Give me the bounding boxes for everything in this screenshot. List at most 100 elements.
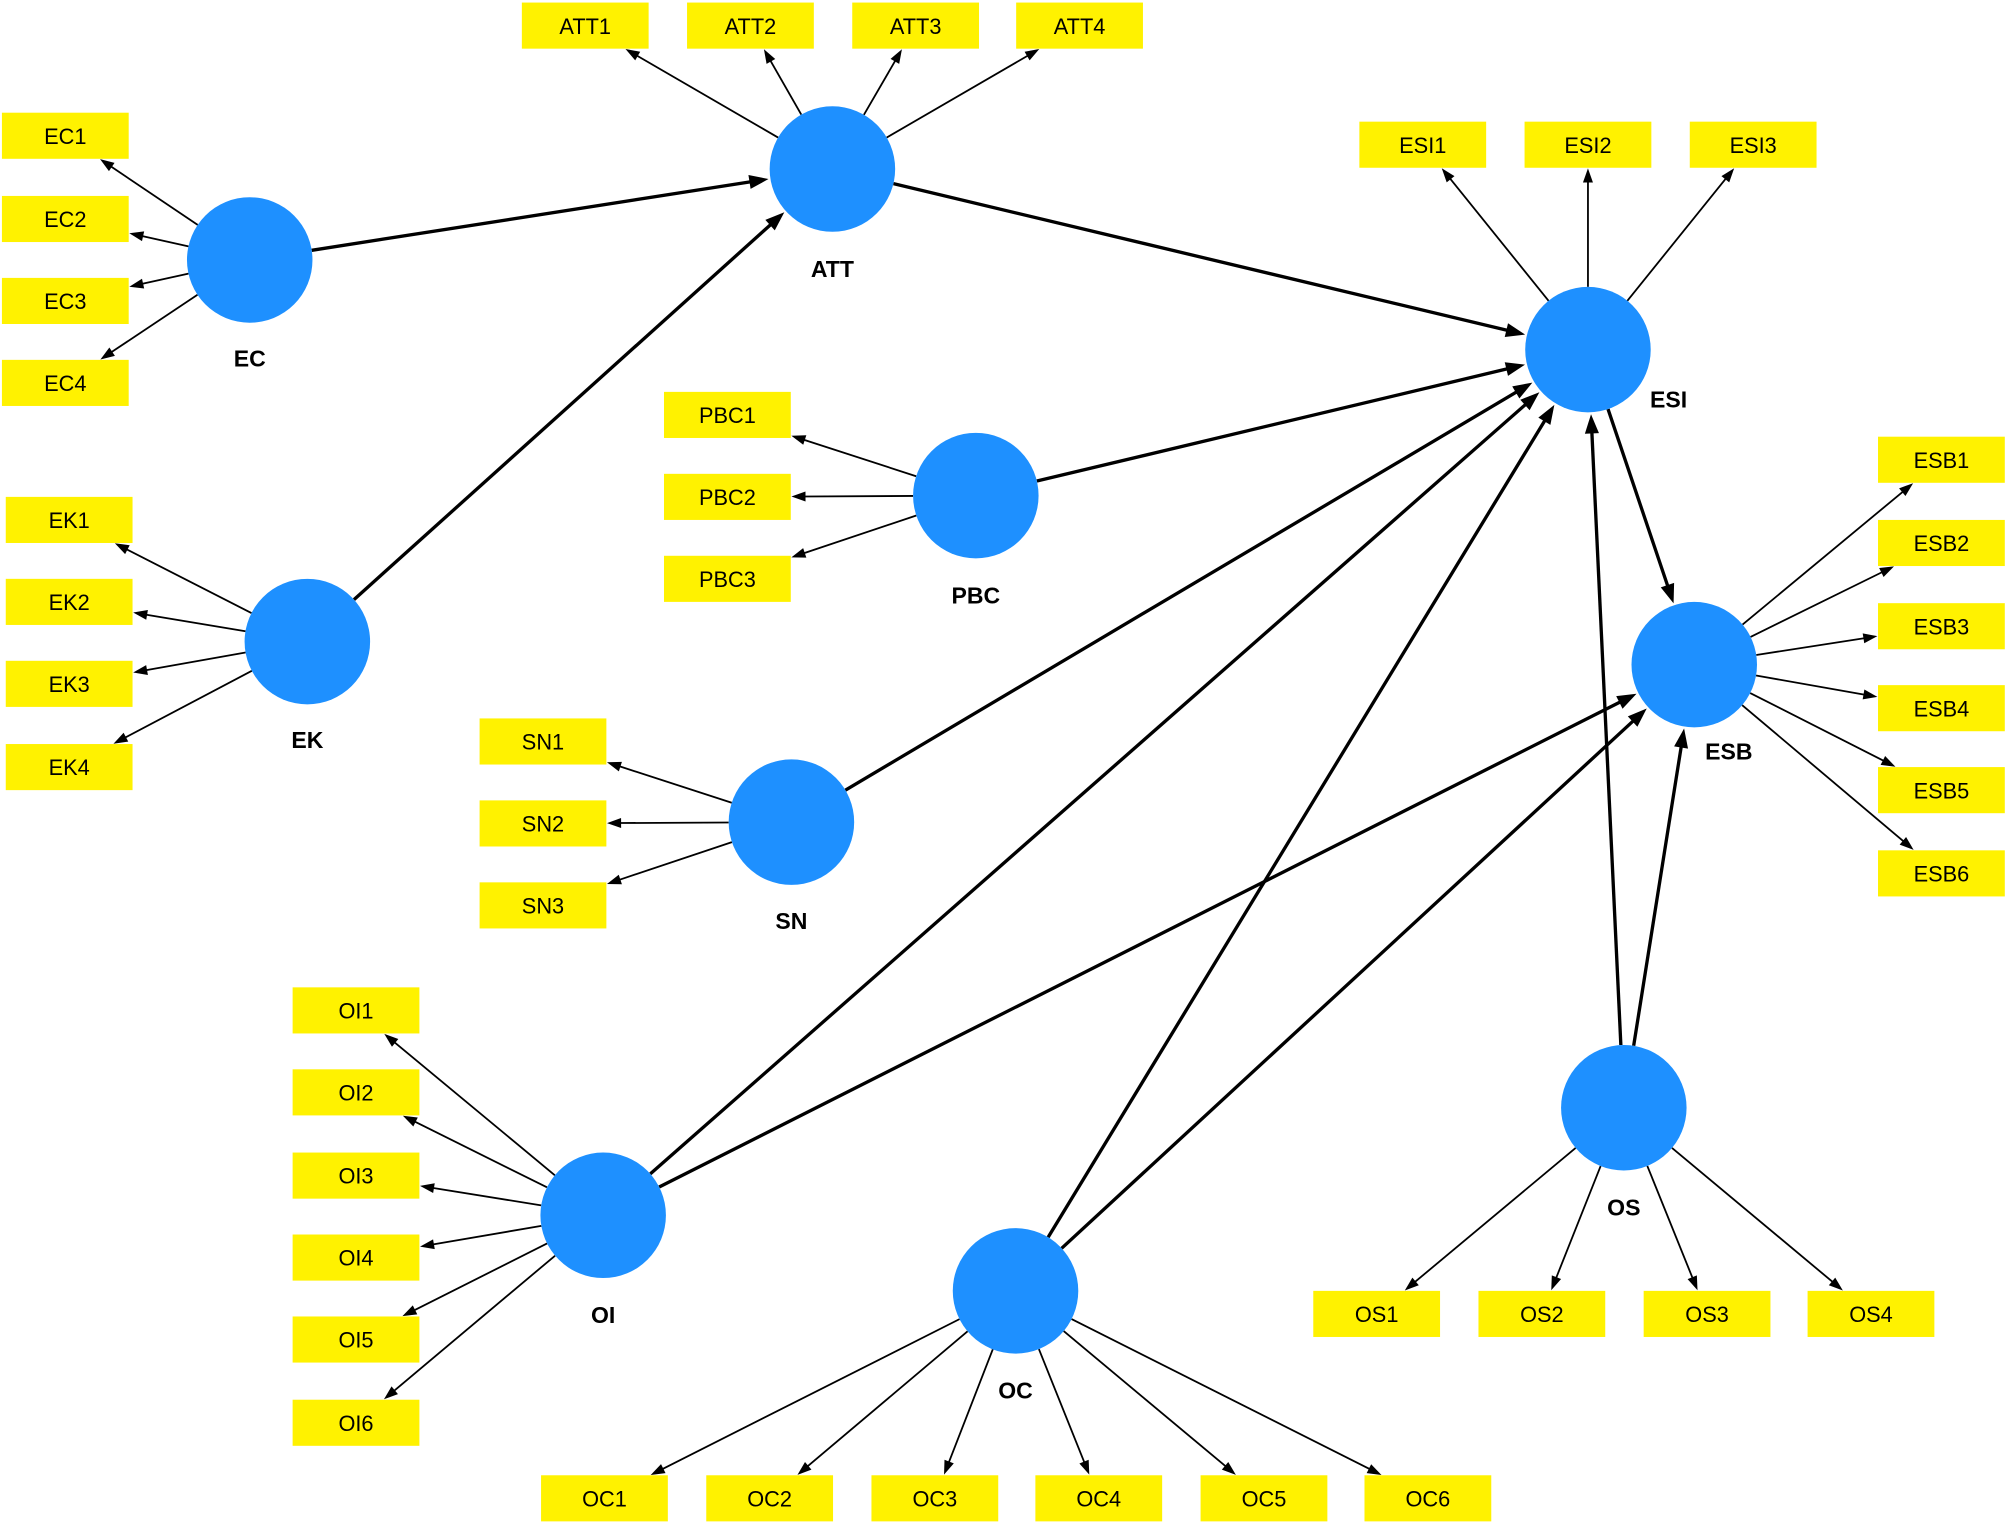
indicator-label: ESI3	[1730, 133, 1777, 158]
loading-arrow-att-to-att4	[886, 48, 1040, 139]
indicator-label: PBC3	[699, 567, 756, 592]
construct-label: ESB	[1705, 739, 1752, 765]
indicator-ec4: EC4	[1, 359, 129, 406]
indicator-att2: ATT2	[687, 2, 814, 49]
indicator-label: OI3	[338, 1164, 373, 1189]
indicator-sn1: SN1	[479, 718, 607, 765]
indicator-os3: OS3	[1643, 1290, 1771, 1337]
indicator-oi3: OI3	[292, 1152, 420, 1199]
construct-esb: ESB	[1631, 601, 1757, 765]
indicator-label: OC6	[1405, 1486, 1450, 1511]
indicator-box	[663, 473, 791, 520]
indicator-label: EK3	[49, 672, 90, 697]
indicator-box	[1, 195, 129, 243]
indicator-box	[663, 391, 791, 438]
indicator-label: EC4	[44, 371, 86, 396]
indicator-label: OI5	[338, 1328, 373, 1353]
indicator-oc4: OC4	[1035, 1475, 1163, 1522]
indicator-label: PBC1	[699, 403, 756, 428]
loading-arrow-os-to-os1	[1404, 1147, 1577, 1291]
indicator-label: EC3	[44, 289, 86, 314]
indicator-box	[1016, 2, 1143, 49]
construct-label: EK	[291, 727, 323, 753]
loading-arrow-ec-to-ec4	[100, 294, 199, 360]
loading-arrow-oc-to-oc6	[1071, 1318, 1382, 1475]
indicator-label: ESB5	[1914, 778, 1970, 803]
construct-ec: EC	[186, 197, 313, 372]
indicator-oc2: OC2	[706, 1475, 834, 1522]
loading-arrow-esb-to-esb5	[1749, 692, 1896, 767]
construct-ek: EK	[244, 578, 371, 753]
loading-arrow-oi-to-oi6	[383, 1254, 556, 1400]
indicator-att3: ATT3	[852, 2, 980, 49]
indicator-esb4: ESB4	[1878, 685, 2005, 732]
indicator-box	[687, 2, 814, 49]
construct-circle	[952, 1228, 1079, 1354]
loading-arrow-pbc-to-pbc2	[791, 491, 914, 502]
indicator-oc6: OC6	[1364, 1475, 1492, 1522]
loading-arrow-esi-to-esi1	[1441, 168, 1550, 302]
path-arrow-oc-to-esb	[1060, 708, 1647, 1250]
indicator-label: SN2	[522, 812, 564, 837]
path-arrow-att-to-esi	[893, 182, 1526, 337]
indicator-esi3: ESI3	[1689, 121, 1817, 168]
loading-arrow-esb-to-esb1	[1741, 483, 1914, 626]
indicator-label: ESB1	[1914, 448, 1970, 473]
indicator-label: EC2	[44, 207, 86, 232]
loading-arrow-esb-to-esb4	[1755, 674, 1878, 700]
indicator-box	[479, 882, 607, 929]
path-arrow-pbc-to-esi	[1036, 362, 1526, 483]
loading-arrow-pbc-to-pbc1	[791, 435, 917, 478]
indicator-box	[1, 277, 129, 324]
indicator-label: ESI2	[1564, 133, 1611, 158]
construct-circle	[1525, 286, 1651, 413]
loading-arrow-ec-to-ec2	[129, 231, 189, 248]
indicator-oc5: OC5	[1200, 1475, 1328, 1522]
indicator-label: EK1	[49, 508, 90, 533]
indicator-label: ESB3	[1914, 614, 1970, 639]
indicator-box	[292, 1316, 420, 1363]
loading-arrow-os-to-os2	[1551, 1165, 1602, 1291]
indicator-esb3: ESB3	[1878, 603, 2005, 650]
indicator-esb5: ESB5	[1878, 767, 2005, 814]
indicator-att4: ATT4	[1016, 2, 1143, 49]
loading-arrow-os-to-os4	[1671, 1147, 1843, 1291]
indicator-ec3: EC3	[1, 277, 129, 324]
indicator-esb6: ESB6	[1878, 850, 2005, 897]
loading-arrow-esb-to-esb2	[1750, 566, 1895, 638]
path-arrow-oi-to-esb	[658, 693, 1637, 1189]
indicator-label: OI1	[338, 999, 373, 1024]
indicator-box	[292, 987, 420, 1034]
indicator-label: OS3	[1685, 1302, 1729, 1327]
structural-path-arrows	[311, 175, 1689, 1250]
indicator-label: ATT2	[725, 14, 777, 39]
loading-arrow-esb-to-esb6	[1741, 704, 1914, 850]
indicator-esi1: ESI1	[1359, 121, 1487, 168]
construct-label: OI	[591, 1302, 615, 1328]
loading-arrow-att-to-att3	[863, 49, 902, 116]
construct-circle	[728, 759, 855, 885]
indicator-label: OC4	[1076, 1486, 1121, 1511]
indicator-label: EC1	[44, 124, 86, 149]
indicator-label: EK4	[49, 755, 90, 780]
indicator-label: SN1	[522, 730, 564, 755]
indicator-box	[1200, 1475, 1328, 1522]
indicator-label: OI2	[338, 1081, 373, 1106]
indicator-label: OC5	[1242, 1486, 1287, 1511]
construct-circle	[769, 106, 896, 232]
loading-arrow-ek-to-ek2	[133, 609, 246, 633]
indicator-oi2: OI2	[292, 1069, 420, 1116]
construct-att: ATT	[769, 106, 896, 282]
indicator-label: ESI1	[1399, 133, 1446, 158]
construct-pbc: PBC	[913, 432, 1039, 608]
construct-os: OS	[1561, 1044, 1687, 1221]
indicator-esb1: ESB1	[1878, 436, 2005, 483]
construct-label: ATT	[811, 256, 854, 282]
indicator-os1: OS1	[1313, 1290, 1441, 1337]
loading-arrow-esi-to-esi3	[1626, 168, 1735, 302]
indicator-pbc1: PBC1	[663, 391, 791, 438]
path-arrow-oc-to-esi	[1046, 404, 1555, 1239]
indicator-box	[541, 1475, 668, 1522]
path-arrow-ek-to-att	[352, 212, 785, 601]
